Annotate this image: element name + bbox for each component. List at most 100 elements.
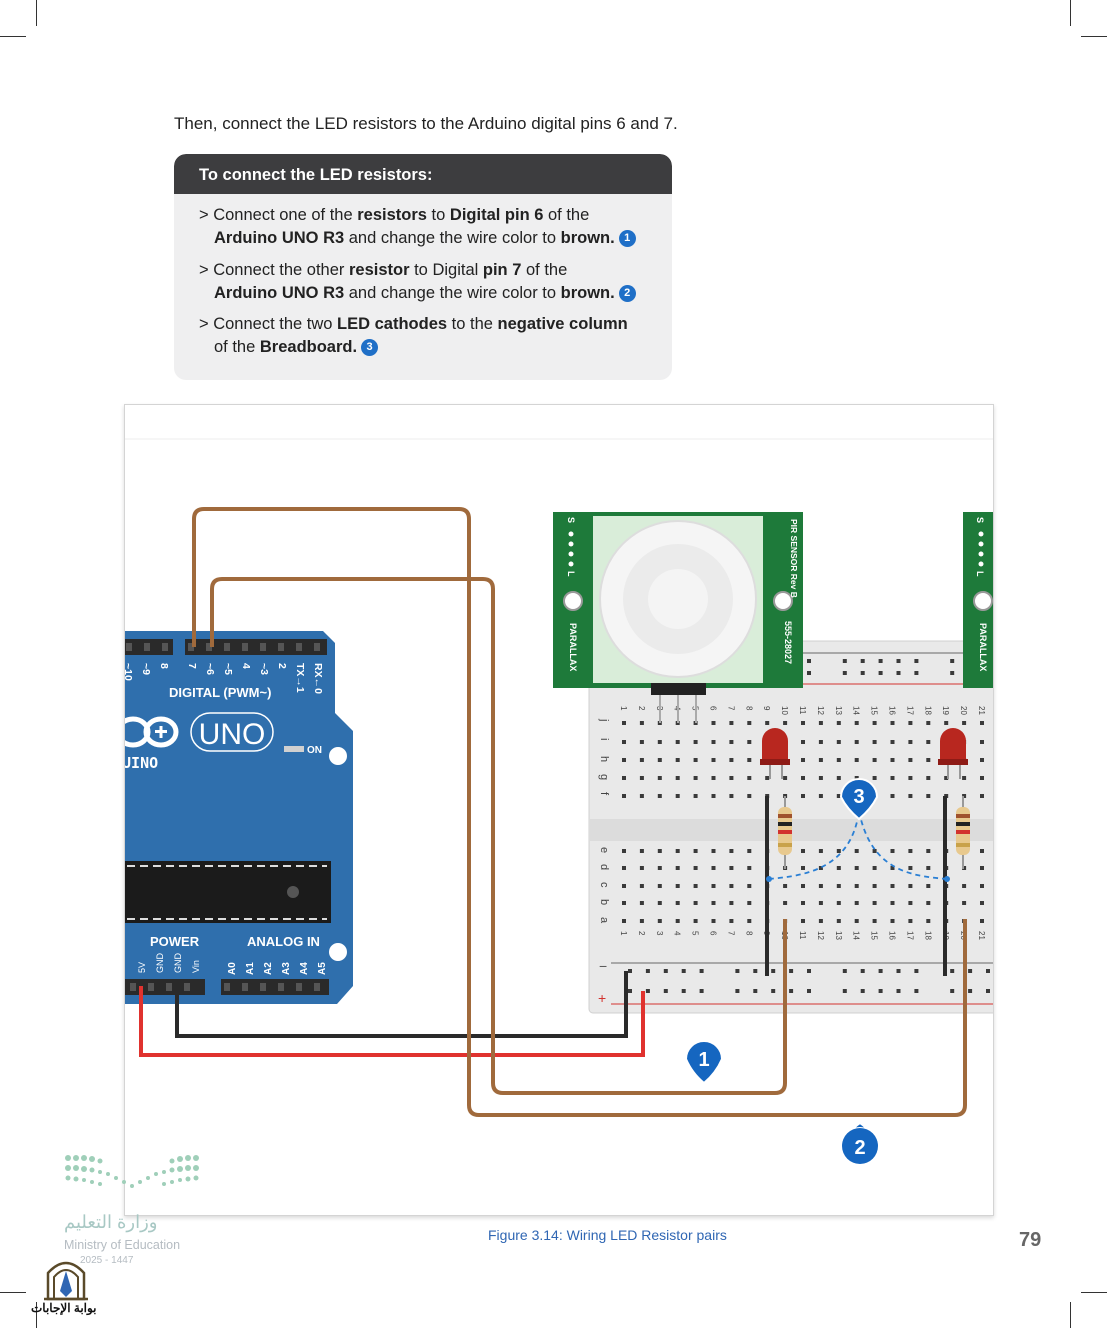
breadboard-hole xyxy=(693,901,698,905)
step-bold: brown. xyxy=(560,284,615,302)
breadboard-hole xyxy=(639,758,644,762)
breadboard-hole xyxy=(890,884,895,888)
breadboard-hole xyxy=(962,794,967,798)
breadboard-hole xyxy=(836,866,841,870)
digital-pin-label: ~10 xyxy=(125,663,134,681)
breadboard-hole xyxy=(980,849,984,853)
breadboard-hole xyxy=(872,740,877,744)
breadboard-hole xyxy=(711,758,716,762)
figure-caption: Figure 3.14: Wiring LED Resistor pairs xyxy=(488,1227,727,1243)
column-number: 10 xyxy=(780,706,789,715)
arduino-logo-icon xyxy=(125,716,179,748)
row-letter: h xyxy=(598,756,610,762)
instruction-box: To connect the LED resistors: > Connect … xyxy=(174,154,672,380)
breadboard-hole xyxy=(622,919,626,923)
step-3: > Connect the two LED cathodes to the ne… xyxy=(199,313,649,359)
breadboard-hole xyxy=(622,794,626,798)
rail-hole xyxy=(860,969,865,973)
breadboard-hole xyxy=(675,866,680,870)
breadboard-hole xyxy=(711,849,716,853)
header-pin xyxy=(314,983,320,991)
breadboard-hole xyxy=(908,884,913,888)
breadboard-hole xyxy=(926,884,931,888)
breadboard-hole xyxy=(980,884,984,888)
step-bold: negative column xyxy=(497,315,628,333)
row-letter: f xyxy=(598,792,610,796)
row-letter: e xyxy=(598,847,610,853)
rail-hole xyxy=(896,659,901,663)
pir-brand-label: PARALLAX xyxy=(978,623,988,671)
step-bold: Digital pin 6 xyxy=(449,206,544,224)
breadboard-hole xyxy=(639,776,644,780)
column-number: 16 xyxy=(888,706,897,715)
breadboard-hole xyxy=(801,758,805,762)
header-pin xyxy=(278,643,284,651)
header-pin xyxy=(188,643,194,651)
column-number: 9 xyxy=(762,706,771,711)
rail-hole xyxy=(681,989,686,993)
header-pin xyxy=(224,643,230,651)
breadboard-hole xyxy=(657,740,662,744)
column-number: 5 xyxy=(691,931,700,936)
breadboard-hole xyxy=(890,919,895,923)
breadboard-hole xyxy=(729,849,734,853)
mounting-hole-icon xyxy=(563,591,583,611)
step-text: > Connect the other xyxy=(199,261,349,279)
breadboard-hole xyxy=(890,849,895,853)
breadboard-hole xyxy=(711,884,716,888)
breadboard-hole xyxy=(854,866,859,870)
step-number-badge: 3 xyxy=(361,339,379,356)
power-pin-label: GND xyxy=(155,953,165,974)
breadboard-hole xyxy=(657,866,662,870)
breadboard-hole xyxy=(872,758,877,762)
column-number: 1 xyxy=(619,706,628,711)
wires xyxy=(139,507,967,1117)
pir-pin-l-label: L xyxy=(975,571,985,577)
breadboard-hole xyxy=(639,884,644,888)
breadboard-hole xyxy=(890,740,895,744)
breadboard-hole xyxy=(890,758,895,762)
plus-rail-label: + xyxy=(598,990,606,1006)
header-pin xyxy=(260,983,266,991)
breadboard-hole xyxy=(693,919,698,923)
breadboard-hole xyxy=(854,884,859,888)
header-pin xyxy=(278,983,284,991)
breadboard-hole xyxy=(675,919,680,923)
breadboard-hole xyxy=(729,758,734,762)
arduino-wordmark: DUINO xyxy=(125,754,158,772)
pir-pin-l-label: L xyxy=(566,571,576,577)
rail-hole xyxy=(789,969,794,973)
breadboard-hole xyxy=(657,884,662,888)
breadboard-hole xyxy=(980,901,984,905)
breadboard-hole xyxy=(801,866,805,870)
column-number: 2 xyxy=(637,706,646,711)
step-2: > Connect the other resistor to Digital … xyxy=(199,259,649,305)
breadboard-hole xyxy=(818,901,823,905)
marker-1: 1 xyxy=(684,1040,724,1085)
breadboard-hole xyxy=(980,721,984,725)
breadboard-hole xyxy=(890,721,895,725)
uno-badge xyxy=(190,712,274,752)
breadboard-hole xyxy=(980,758,984,762)
rail-hole xyxy=(842,659,847,663)
led-red-2 xyxy=(938,728,968,779)
breadboard-hole xyxy=(729,721,734,725)
breadboard-hole xyxy=(622,776,626,780)
pin6-brown-wire xyxy=(210,577,787,1095)
column-number: 12 xyxy=(816,706,825,715)
pin7-brown-wire xyxy=(192,507,967,1117)
breadboard-hole xyxy=(747,849,752,853)
breadboard-hole xyxy=(622,740,626,744)
header-pin xyxy=(296,983,302,991)
step-number-badge: 1 xyxy=(618,230,636,247)
breadboard-hole xyxy=(657,901,662,905)
digital-pin-label: ~6 xyxy=(204,663,216,675)
crop-mark xyxy=(36,1302,37,1328)
rail-hole xyxy=(968,969,973,973)
column-number: 7 xyxy=(726,706,735,711)
circuit-diagram: 1122334455667788991010111112121313141415… xyxy=(125,438,993,1164)
breadboard-hole xyxy=(693,740,698,744)
rail-hole xyxy=(842,989,847,993)
breadboard-hole xyxy=(675,901,680,905)
